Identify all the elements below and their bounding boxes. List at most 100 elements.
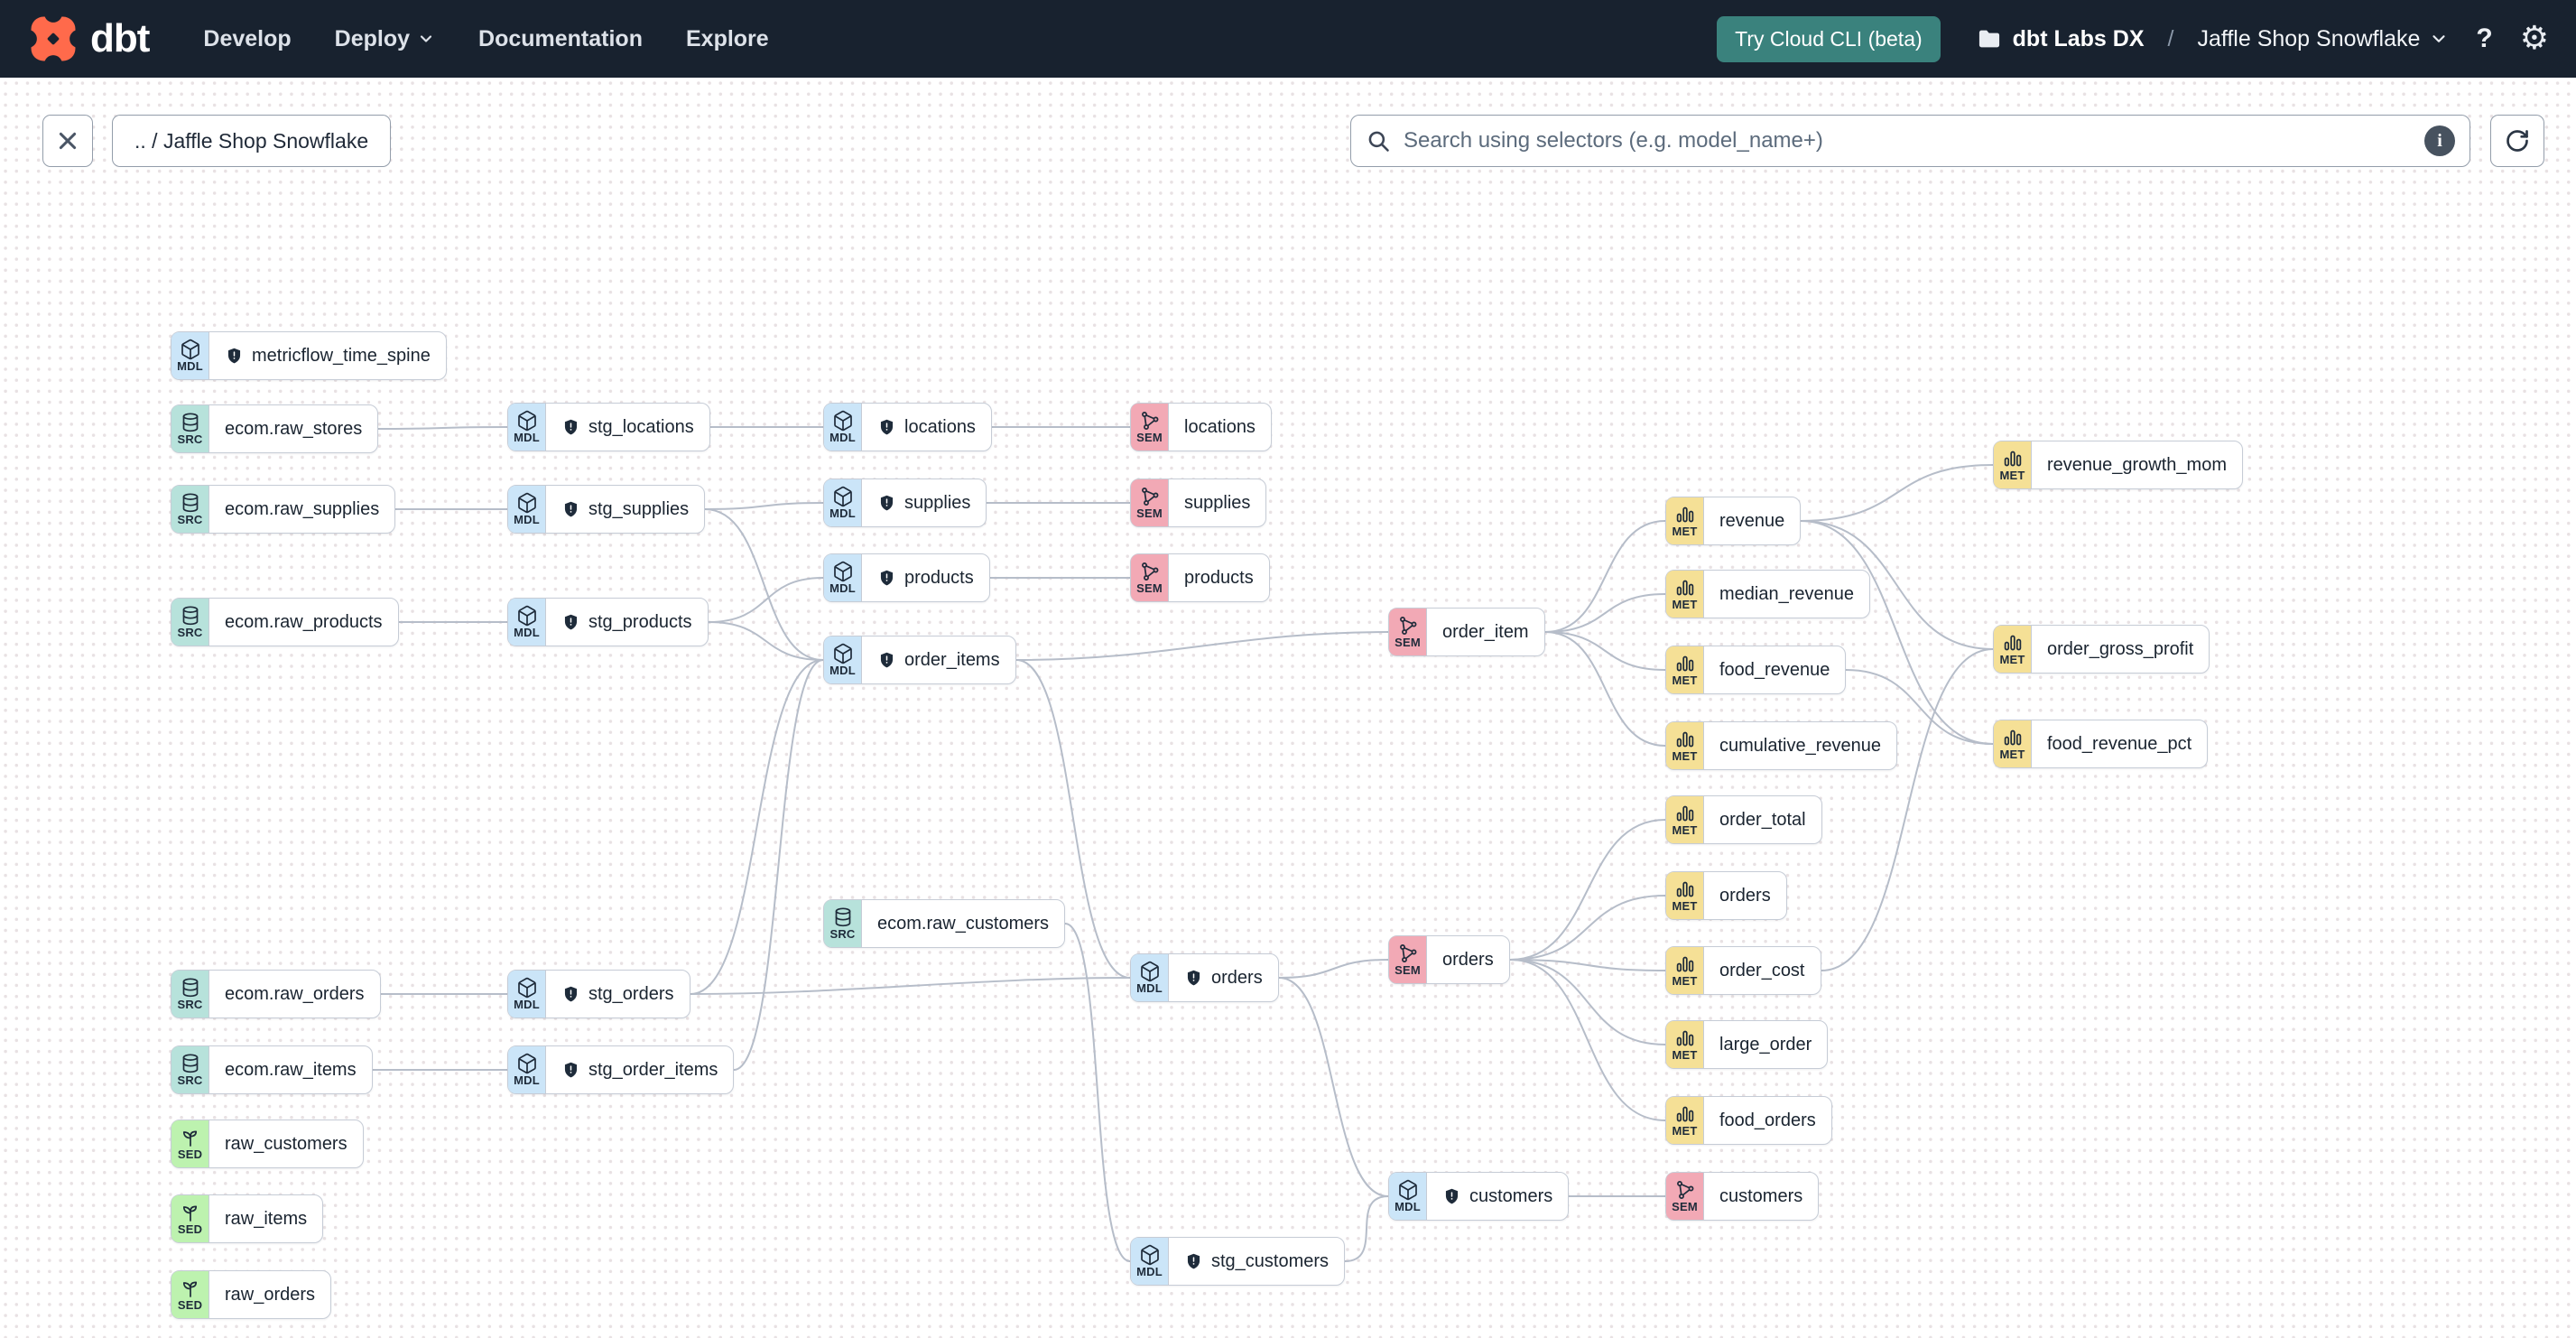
health-shield-icon [561,418,580,437]
edge-revenue-to-food_revenue_pct [1800,520,1994,745]
health-shield-icon [561,613,580,632]
health-shield-icon [1442,1187,1461,1206]
node-label: food_orders [1719,1110,1816,1130]
info-icon[interactable]: i [2424,125,2455,156]
node-label: ecom.raw_stores [225,418,363,439]
node-orders_sem[interactable]: SEM orders [1388,935,1510,984]
node-label: orders [1442,949,1494,970]
model-cube-icon: MDL [824,479,862,526]
model-cube-icon: MDL [1131,954,1169,1001]
navbar-right: Try Cloud CLI (beta) dbt Labs DX / Jaffl… [1717,15,2549,62]
chevron-down-icon [2432,35,2445,42]
edge-order_item_sem-to-median_revenue [1544,593,1666,633]
node-label: food_revenue_pct [2047,733,2192,754]
node-cumulative_revenue[interactable]: MET cumulative_revenue [1665,721,1897,770]
node-label: raw_items [225,1208,308,1229]
try-cloud-cli-button[interactable]: Try Cloud CLI (beta) [1717,15,1941,62]
semantic-model-icon: SEM [1389,936,1427,983]
primary-nav: Develop Deploy Documentation Explore [203,26,768,52]
settings-gear-icon[interactable]: ⚙ [2519,20,2549,57]
node-label: locations [1184,416,1256,437]
edge-stg_orders-to-orders_mdl [690,977,1131,995]
node-label: ecom.raw_products [225,611,383,632]
metric-bars-icon: MET [1666,1021,1704,1068]
nav-link-deploy[interactable]: Deploy [335,26,435,52]
node-label: stg_customers [1211,1250,1330,1271]
close-lineage-button[interactable] [42,115,93,167]
edge-stg_supplies-to-supplies_mdl [704,502,824,510]
node-label: cumulative_revenue [1719,735,1881,756]
metric-bars-icon: MET [1666,872,1704,919]
selector-search-input[interactable] [1404,128,2412,153]
node-label: supplies [904,492,971,513]
node-label: order_total [1719,809,1806,830]
nav-link-documentation[interactable]: Documentation [478,25,643,51]
edge-orders_mdl-to-customers_mdl [1278,977,1389,1197]
dbt-logo[interactable]: dbt [27,13,150,65]
metric-bars-icon: MET [1994,720,2032,767]
project-name: Jaffle Shop Snowflake [2197,25,2421,51]
node-supplies_mdl[interactable]: MDL supplies [823,479,987,527]
node-locations_sem[interactable]: SEM locations [1130,403,1272,451]
metric-bars-icon: MET [1666,722,1704,769]
seed-sprout-icon: SED [171,1271,209,1318]
nav-link-explore[interactable]: Explore [685,25,769,51]
node-orders_met[interactable]: MET orders [1665,871,1787,920]
node-label: ecom.raw_items [225,1059,357,1080]
edge-revenue-to-revenue_growth_mom [1800,464,1994,522]
metric-bars-icon: MET [1666,646,1704,693]
metric-bars-icon: MET [1994,441,2032,488]
edge-orders_sem-to-orders_met [1509,895,1666,961]
node-label: median_revenue [1719,583,1854,604]
lineage-breadcrumb-button[interactable]: .. / Jaffle Shop Snowflake [112,115,392,167]
edge-stg_orders-to-order_items [690,659,824,995]
semantic-model-icon: SEM [1131,404,1169,451]
refresh-button[interactable] [2490,115,2544,167]
node-label: raw_orders [225,1284,316,1305]
node-label: orders [1719,885,1771,906]
account-menu[interactable]: dbt Labs DX [1977,26,2145,52]
node-food_revenue_pct[interactable]: MET food_revenue_pct [1993,720,2209,768]
help-icon[interactable]: ? [2476,23,2493,53]
node-label: order_item [1442,621,1529,642]
node-raw_orders[interactable]: SED raw_orders [171,1270,332,1319]
node-label: stg_locations [588,416,694,437]
project-selector[interactable]: Jaffle Shop Snowflake [2197,26,2449,52]
node-label: order_gross_profit [2047,638,2194,659]
nav-link-develop[interactable]: Develop [203,25,292,51]
